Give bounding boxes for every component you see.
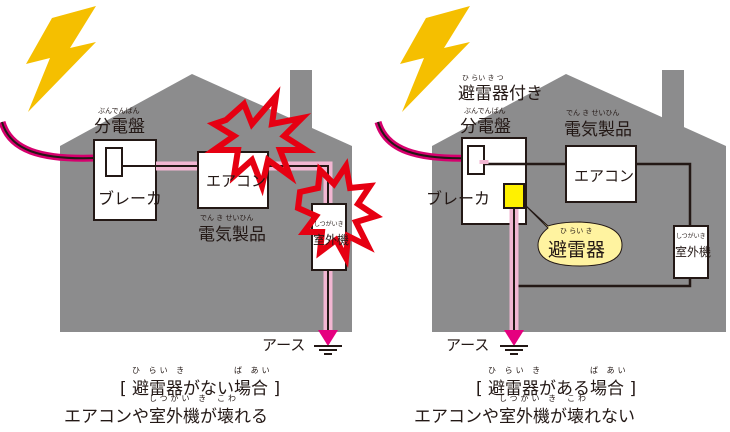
left-result-outdoor-ruby: しつがい き [149,394,210,403]
right-caption-close: ] [629,379,637,399]
ground-symbol-icon [314,330,342,355]
right-aircon-box [565,145,637,203]
right-arrester-ruby: ひ らい き [560,227,592,235]
right-arrester-board-ruby: ひ らい き つ [462,74,504,82]
left-result-b: が [200,407,217,427]
left-caption-place-ruby: ば あい [234,366,273,375]
right-breaker-label: ブレーカ [426,189,490,208]
right-result-c: れない [584,407,635,427]
left-result-a: エアコンや [64,407,149,427]
left-caption-word-ruby: ひ らい き [132,366,188,375]
right-caption-mid: がある [539,379,591,399]
left-breaker-box-label: 分電盤 [94,117,145,137]
burst-icon-outdoor [294,158,383,268]
right-caption-place: 場合 [590,379,625,399]
right-caption-place-ruby: ば あい [590,366,629,375]
left-result-outdoor: 室外機 [149,407,200,427]
left-result: エアコンやしつがい き室外機がこわ壊れる [64,394,268,427]
left-earth-label: アース [262,336,305,354]
left-caption-place: 場合 [234,379,269,399]
right-caption-word: 避雷器 [488,379,540,399]
right-caption-word-ruby: ひ らい き [488,366,544,375]
right-result-b: が [550,407,567,427]
right-result: エアコンやしつがい き室外機がこわ壊れない [414,394,635,427]
right-result-outdoor-ruby: しつがい き [499,394,560,403]
lightning-bolt-icon [26,6,96,112]
left-result-broken: 壊 [217,407,234,427]
right-caption-open: [ [476,379,483,399]
right-arrester-label: 避雷器 [548,239,605,261]
left-breaker-box [93,139,157,221]
left-appliance-ruby: でん き せいひん [200,214,253,222]
right-arrester-box [503,183,525,209]
left-outdoor-ruby: しつがいき [314,220,344,228]
right-appliance-label: 電気製品 [564,120,632,140]
right-result-broken-ruby: こわ [567,394,589,403]
ground-symbol-icon-right [500,330,528,355]
right-arrester-bubble [523,203,623,267]
right-result-broken: 壊 [567,407,584,427]
right-breaker-box-label: 分電盤 [460,117,511,137]
right-caption: [ ひ らい き避雷器がある ば あい場合 ] [476,366,637,399]
right-outdoor-ruby: しつがいき [676,232,706,240]
right-outdoor-box [673,225,709,279]
left-caption-open: [ [120,379,127,399]
burst-icon [204,86,317,197]
left-caption-word: 避雷器 [132,379,184,399]
right-panel: ひ らい き つ 避雷器付き ぶんでんばん 分電盤 でん き せいひん 電気製品… [374,6,726,355]
right-circuit-wire [484,162,692,332]
left-caption: [ ひ らい き避雷器がない ば あい場合 ] [120,366,281,399]
left-appliance-label: 電気製品 [198,225,266,245]
left-caption-close: ] [273,379,281,399]
left-result-c: れる [234,407,268,427]
left-result-broken-ruby: こわ [217,394,239,403]
left-breaker-label: ブレーカ [98,189,162,208]
right-arrester-board-label: 避雷器付き [458,84,543,104]
right-result-outdoor: 室外機 [499,407,550,427]
right-result-a: エアコンや [414,407,499,427]
left-aircon-label: エアコン [206,172,266,190]
left-outdoor-label: 室外機 [313,232,349,247]
right-house-chimney [662,70,684,130]
lightning-bolt-icon-right [400,6,470,112]
right-appliance-ruby: でん き せいひん [566,109,619,117]
left-caption-mid: がない [183,379,235,399]
left-breaker-switch [105,147,123,177]
right-aircon-label: エアコン [574,167,634,185]
left-panel: ぶんでんばん 分電盤 ブレーカ エアコン でん き せいひん 電気製品 しつがい… [0,6,383,355]
right-breaker-box-ruby: ぶんでんばん [464,106,506,115]
right-earth-label: アース [446,336,489,354]
right-outdoor-label: 室外機 [675,244,711,259]
left-breaker-box-ruby: ぶんでんばん [98,106,140,115]
